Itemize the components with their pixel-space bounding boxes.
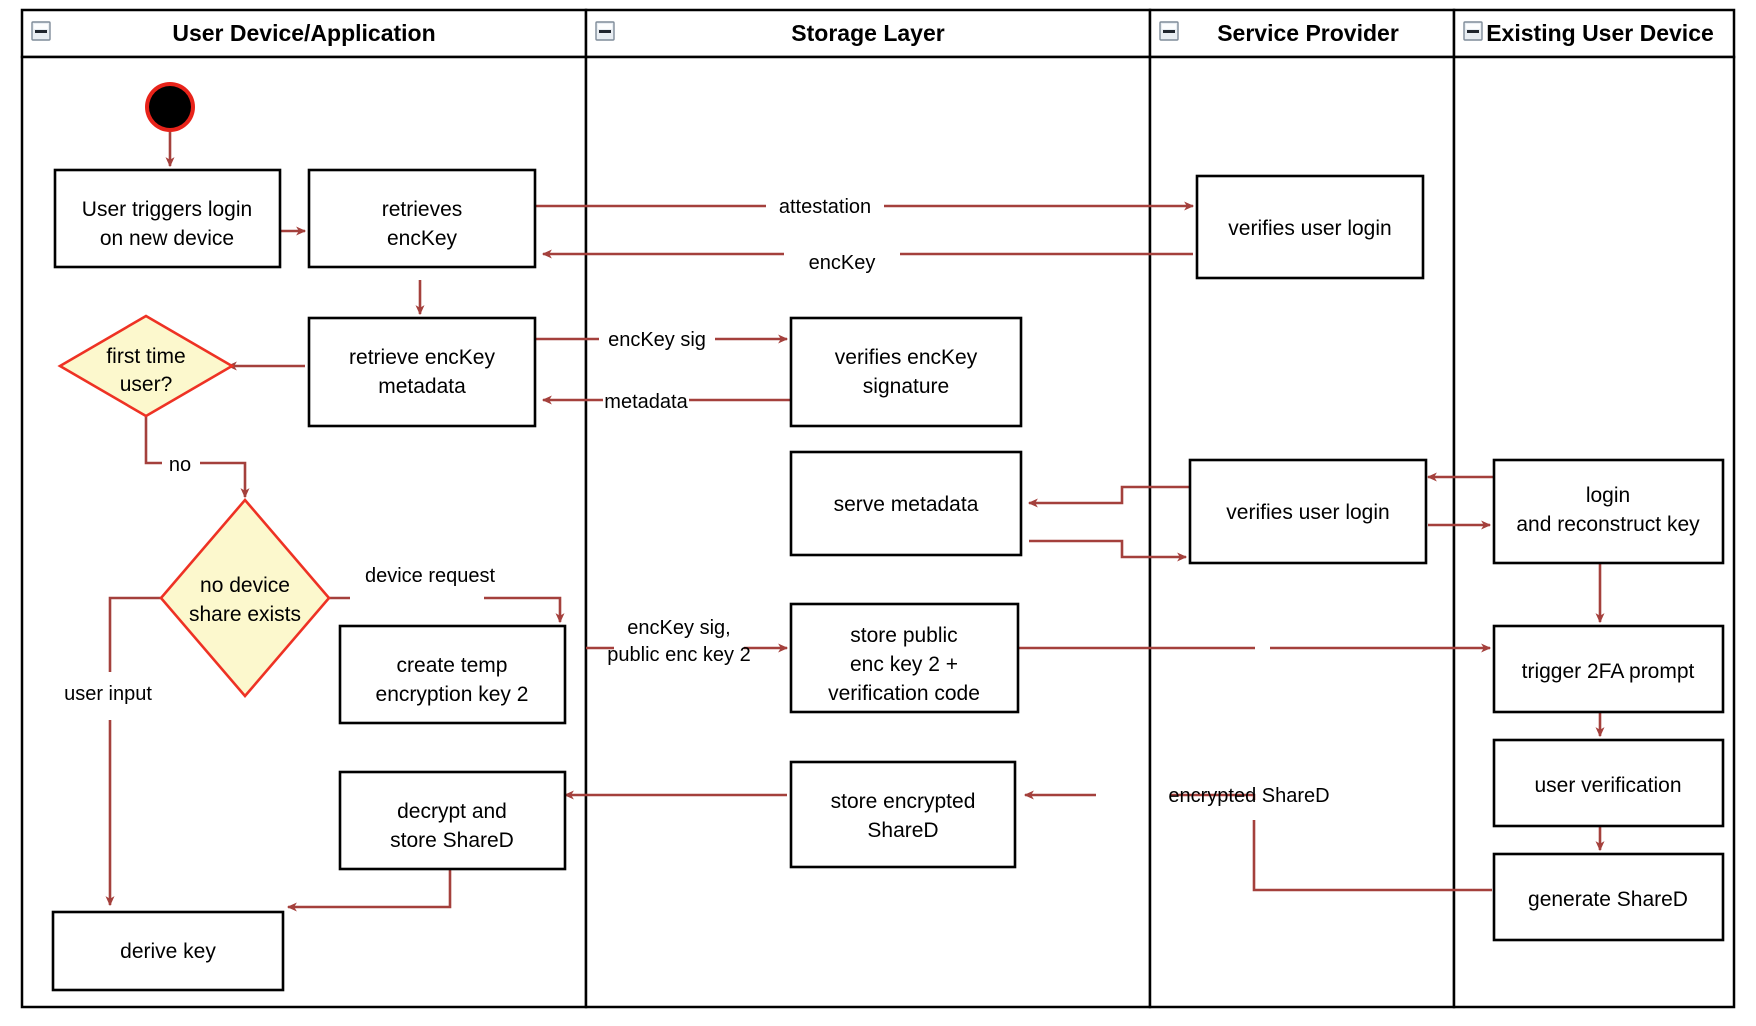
node-decrypt-store-shared-line2: store ShareD [390, 829, 514, 852]
node-user-triggers-login-line2: on new device [100, 227, 234, 250]
node-retrieves-enckey[interactable]: retrieves encKey [307, 168, 537, 269]
node-store-public-line2: enc key 2 + [850, 653, 958, 676]
node-trigger-2fa-prompt[interactable]: trigger 2FA prompt [1492, 624, 1725, 714]
node-store-encrypted-shared-line2: ShareD [867, 819, 938, 842]
node-user-verification[interactable]: user verification [1492, 738, 1725, 828]
node-serve-metadata-line1: serve metadata [834, 493, 979, 516]
node-derive-key-line1: derive key [120, 940, 216, 963]
node-store-encrypted-shared[interactable]: store encrypted ShareD [789, 760, 1017, 869]
node-store-public-enc-key-2[interactable]: store public enc key 2 + verification co… [789, 602, 1020, 714]
collapse-icon-user-device[interactable] [31, 21, 51, 41]
edge-label-attestation: attestation [779, 196, 871, 218]
lane-header-existing-user-device[interactable] [1452, 8, 1736, 59]
edge-serve-metadata-to-sp2 [1029, 539, 1188, 562]
collapse-icon-existing-user-device[interactable] [1463, 21, 1483, 41]
collapse-icon-storage-layer[interactable] [595, 21, 615, 41]
node-store-public-line1: store public [850, 624, 957, 647]
node-retrieves-enckey-line2: encKey [387, 227, 458, 250]
node-verifies-enckey-signature[interactable]: verifies encKey signature [789, 316, 1023, 428]
node-first-time-user-line2: user? [120, 373, 173, 396]
node-login-reconstruct-line1: login [1586, 484, 1630, 507]
node-verifies-enckey-sig-line1: verifies encKey [835, 346, 978, 369]
node-verifies-user-login-2-line1: verifies user login [1226, 501, 1389, 524]
edge-label-encrypted-shared: encrypted ShareD [1168, 785, 1329, 807]
lane-header-user-device[interactable] [20, 8, 588, 59]
edge-encrypted-shared-b [1170, 793, 1256, 800]
lane-title-storage-layer: Storage Layer [791, 20, 944, 46]
node-verifies-user-login-2[interactable]: verifies user login [1188, 458, 1428, 565]
lane-title-user-device: User Device/Application [172, 20, 435, 46]
node-verifies-user-login-1[interactable]: verifies user login [1195, 174, 1425, 280]
node-retrieve-enckey-metadata-line2: metadata [378, 375, 466, 398]
node-derive-key[interactable]: derive key [51, 910, 285, 992]
node-no-device-share-exists[interactable]: no device share exists [159, 498, 331, 698]
node-user-triggers-login[interactable]: User triggers login on new device [53, 168, 282, 269]
node-login-reconstruct-line2: and reconstruct key [1516, 513, 1700, 536]
node-create-temp-key-line1: create temp [397, 654, 508, 677]
edge-labels: attestation encKey encKey sig metadata n… [64, 196, 1330, 807]
edge-label-enckey-sig2-line2: public enc key 2 [607, 644, 750, 666]
node-user-triggers-login-line1: User triggers login [82, 198, 252, 221]
node-user-verification-line1: user verification [1534, 774, 1681, 797]
edge-device-request-b [484, 596, 565, 624]
edge-label-device-request: device request [365, 565, 496, 587]
node-retrieves-enckey-line1: retrieves [382, 198, 463, 221]
node-verifies-enckey-sig-line2: signature [863, 375, 949, 398]
edge-label-no: no [169, 454, 191, 476]
node-generate-shared-line1: generate ShareD [1528, 888, 1688, 911]
edge-label-enckey: encKey [809, 252, 876, 274]
edge-no-stub [144, 416, 162, 465]
collapse-icon-service-provider[interactable] [1159, 21, 1179, 41]
node-store-encrypted-shared-line1: store encrypted [831, 790, 976, 813]
node-decrypt-and-store-shared[interactable]: decrypt and store ShareD [338, 770, 567, 871]
node-store-public-line3: verification code [828, 682, 980, 705]
node-decrypt-store-shared-line1: decrypt and [397, 800, 507, 823]
node-trigger-2fa-line1: trigger 2FA prompt [1522, 660, 1695, 683]
edge-label-enckey-sig2-line1: encKey sig, [627, 617, 730, 639]
edge-user-input-a [108, 596, 166, 672]
node-retrieve-enckey-metadata[interactable]: retrieve encKey metadata [307, 316, 537, 428]
edge-sp2-to-serve-metadata [1027, 485, 1192, 508]
node-verifies-user-login-1-line1: verifies user login [1228, 217, 1391, 240]
node-first-time-user-line1: first time [106, 345, 185, 368]
lane-title-service-provider: Service Provider [1217, 20, 1399, 46]
node-generate-shared[interactable]: generate ShareD [1492, 852, 1725, 942]
edge-label-metadata: metadata [604, 391, 688, 413]
node-retrieve-enckey-metadata-line1: retrieve encKey [349, 346, 495, 369]
node-first-time-user[interactable]: first time user? [57, 314, 235, 418]
edge-label-user-input: user input [64, 683, 152, 705]
lane-header-storage-layer[interactable] [584, 8, 1152, 59]
node-no-device-share-line1: no device [200, 574, 290, 597]
node-login-and-reconstruct-key[interactable]: login and reconstruct key [1492, 458, 1725, 565]
edge-label-enckey-sig: encKey sig [608, 329, 706, 351]
node-serve-metadata[interactable]: serve metadata [789, 450, 1023, 557]
edge-encrypted-shared-a [1252, 820, 1492, 892]
node-no-device-share-line2: share exists [189, 603, 301, 626]
node-create-temp-key-line2: encryption key 2 [376, 683, 529, 706]
edge-firsttime-no [200, 461, 250, 499]
lane-title-existing-user-device: Existing User Device [1486, 20, 1714, 46]
node-create-temp-encryption-key-2[interactable]: create temp encryption key 2 [338, 624, 567, 725]
start-node[interactable] [145, 82, 195, 132]
